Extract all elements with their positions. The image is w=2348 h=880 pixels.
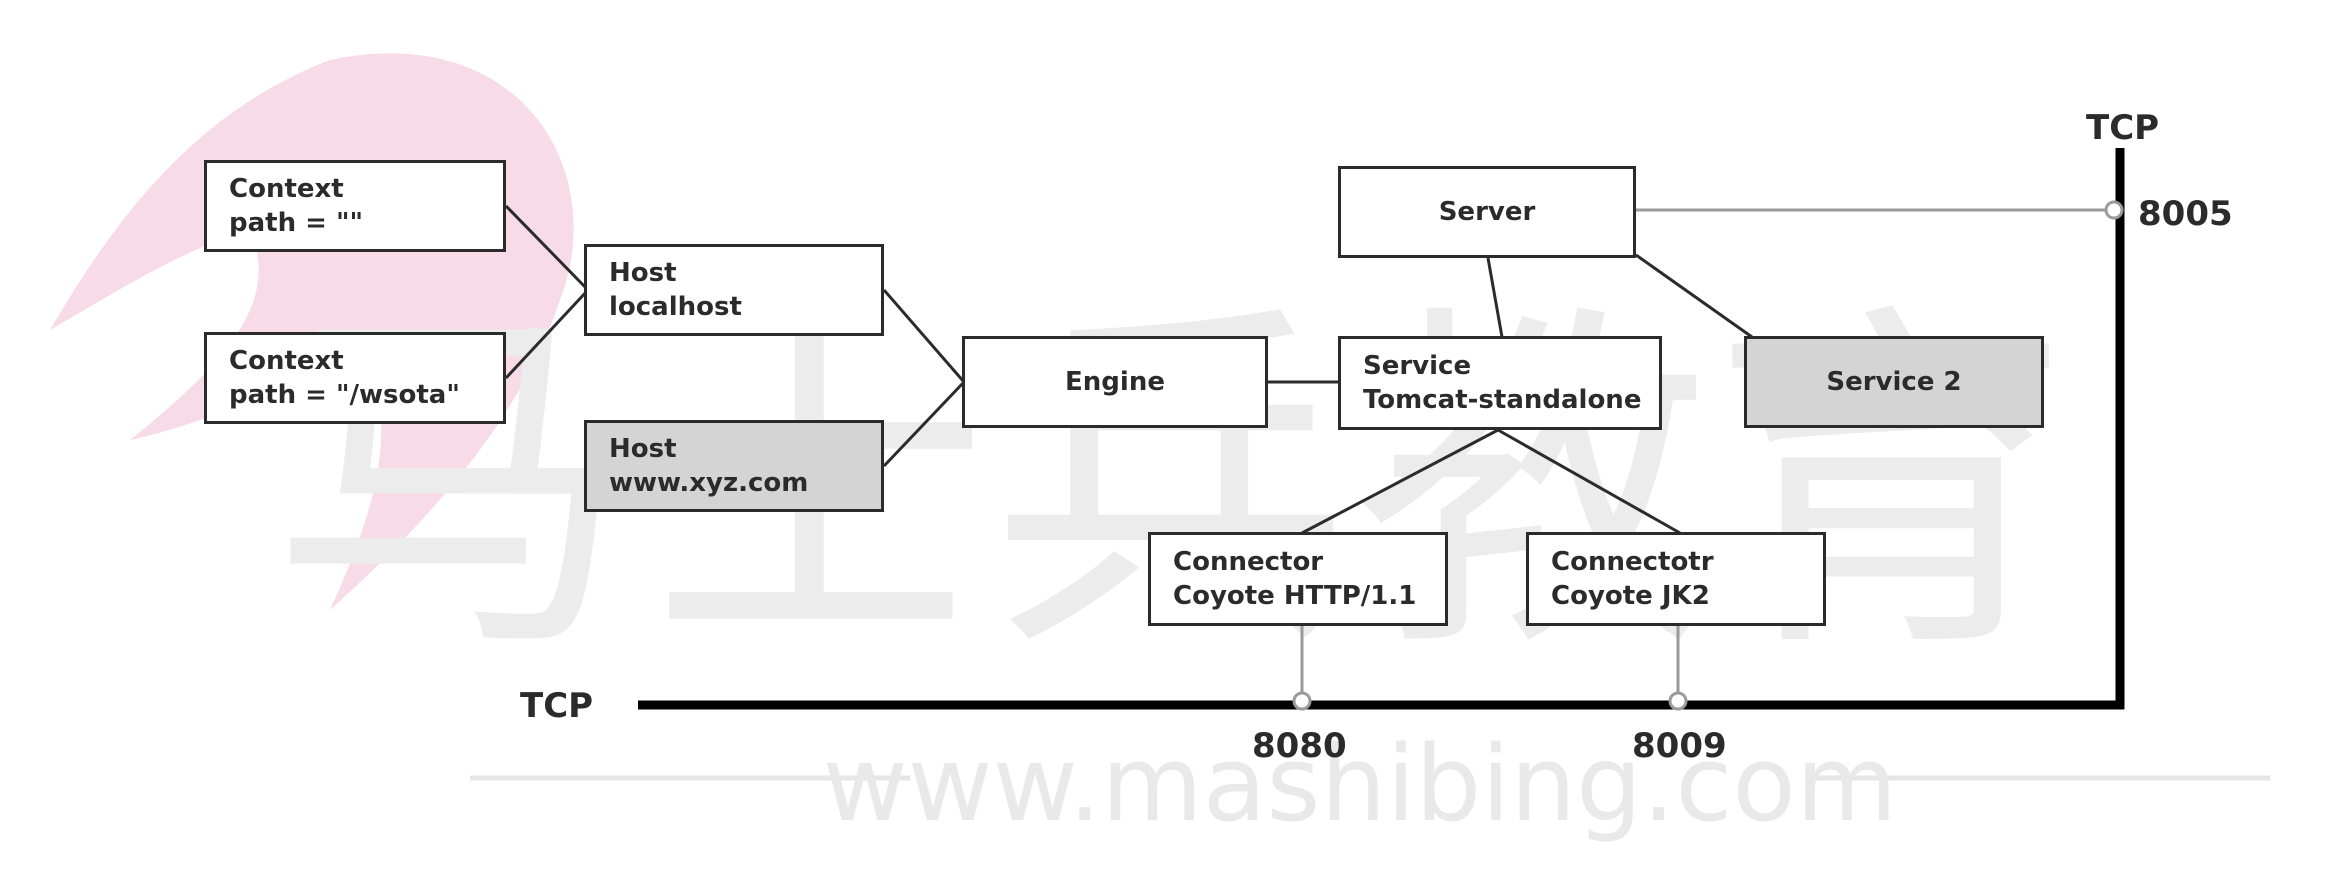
connector-http-line2: Coyote HTTP/1.1: [1173, 581, 1417, 611]
host-xyz-line2: www.xyz.com: [609, 468, 809, 498]
connector-http-line1: Connector: [1173, 547, 1324, 577]
edge-context-root-host: [504, 204, 590, 292]
context-wsota-line2: path = "/wsota": [229, 380, 460, 410]
edge-service-connector-http: [1301, 428, 1499, 535]
context-root-box: Context path = "": [204, 160, 506, 252]
tcp-label-top: TCP: [2086, 108, 2160, 148]
server-box: Server: [1338, 166, 1636, 258]
engine-label: Engine: [1065, 367, 1165, 397]
edge-context-wsota-host: [504, 288, 590, 380]
connector-jk2-box: Connectotr Coyote JK2: [1526, 532, 1826, 626]
port-8005-label: 8005: [2138, 194, 2233, 234]
edge-server-service: [1486, 257, 1504, 338]
server-label: Server: [1438, 197, 1536, 227]
port-8080-junction: [1292, 691, 1312, 711]
service-line1: Service: [1363, 351, 1472, 381]
connector-jk2-line2: Coyote JK2: [1551, 581, 1710, 611]
host-xyz-line1: Host: [609, 434, 677, 464]
watermark-url: www.mashibing.com: [823, 723, 1898, 845]
host-xyz-box: Host www.xyz.com: [584, 420, 884, 512]
host-localhost-line1: Host: [609, 258, 677, 288]
edge-host-xyz-engine: [882, 380, 966, 468]
context-wsota-line1: Context: [229, 346, 344, 376]
service-box: Service Tomcat-standalone: [1338, 336, 1662, 430]
service2-box: Service 2: [1744, 336, 2044, 428]
port-8009-label: 8009: [1632, 726, 1727, 766]
host-localhost-line2: localhost: [609, 292, 742, 322]
port-8005-junction: [2104, 200, 2124, 220]
host-localhost-box: Host localhost: [584, 244, 884, 336]
connector-http-box: Connector Coyote HTTP/1.1: [1148, 532, 1448, 626]
engine-box: Engine: [962, 336, 1268, 428]
service2-label: Service 2: [1826, 367, 1962, 397]
port-8009-junction: [1668, 691, 1688, 711]
context-root-line1: Context: [229, 174, 344, 204]
tcp-label-bottom: TCP: [520, 686, 594, 726]
edge-server-service2: [1635, 253, 1753, 339]
context-wsota-box: Context path = "/wsota": [204, 332, 506, 424]
connector-jk2-line1: Connectotr: [1551, 547, 1714, 577]
edge-service-connector-jk2: [1497, 428, 1681, 535]
edge-host-localhost-engine: [882, 289, 966, 383]
context-root-line2: path = "": [229, 208, 364, 238]
port-8080-label: 8080: [1252, 726, 1347, 766]
service-line2: Tomcat-standalone: [1363, 385, 1642, 415]
